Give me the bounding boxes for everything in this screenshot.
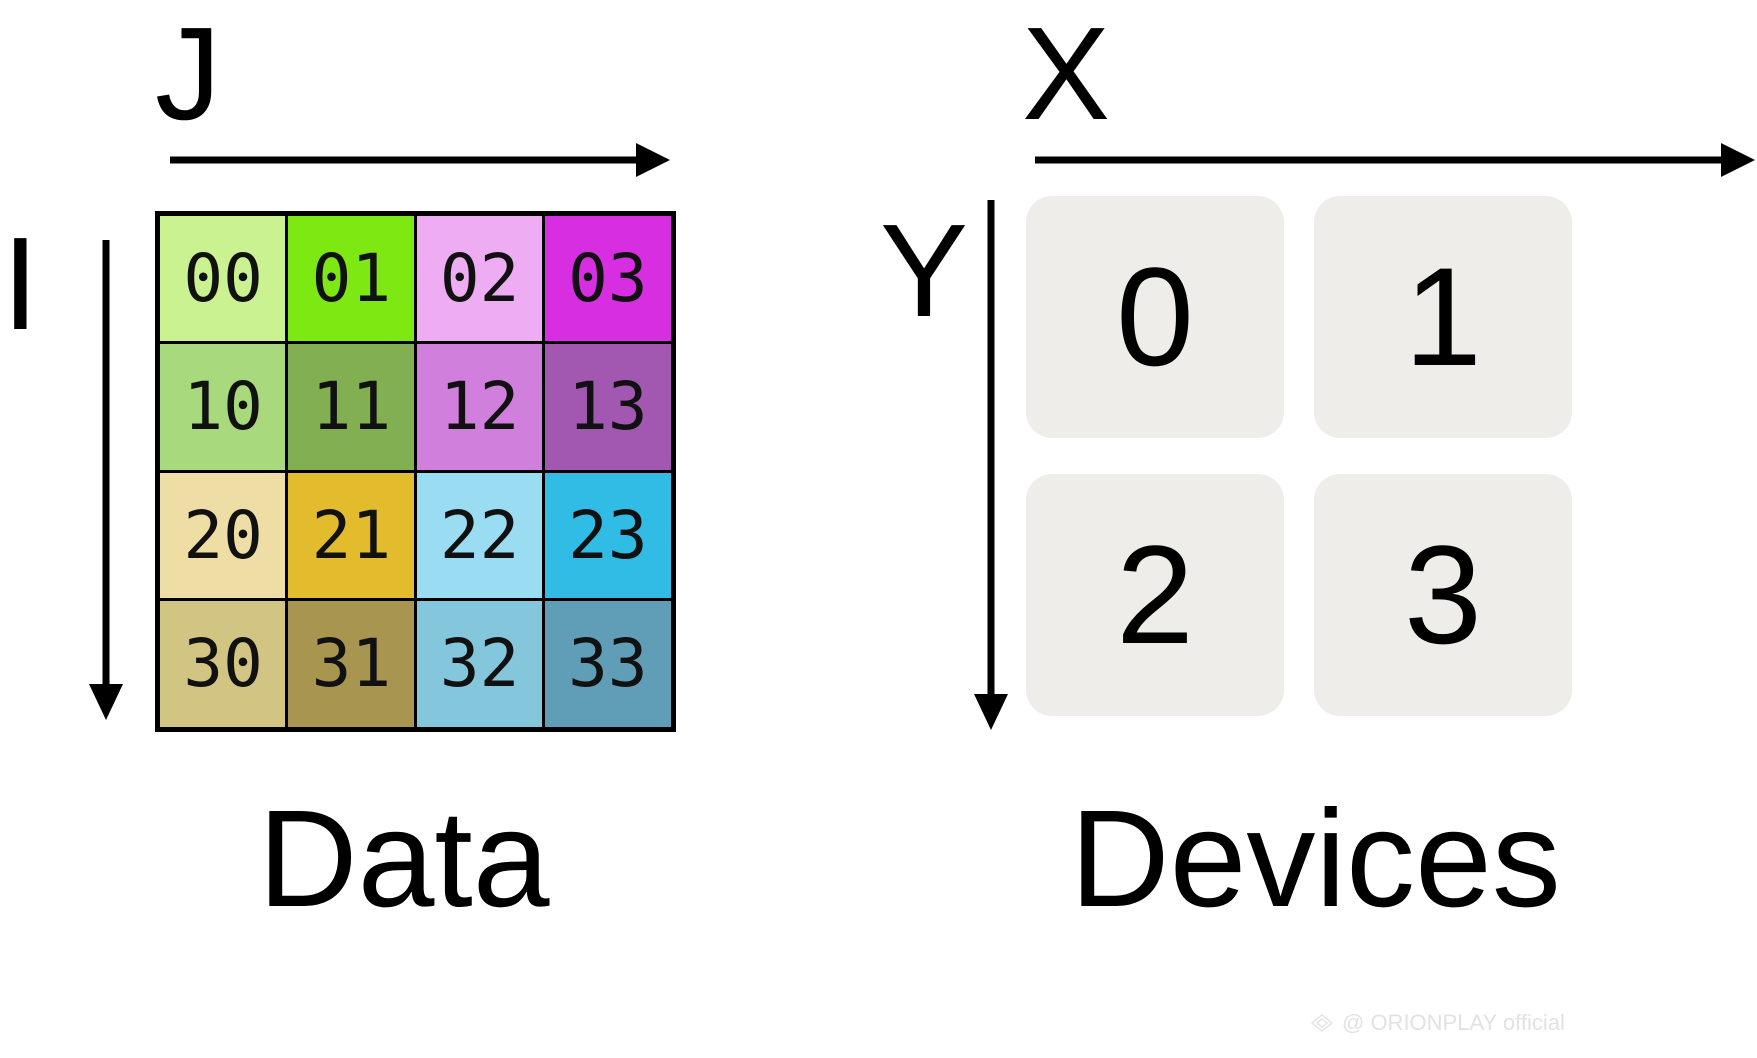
data-cell: 31 <box>285 597 418 731</box>
data-cell: 30 <box>156 597 290 731</box>
device-grid: 0 1 2 3 <box>1026 196 1586 728</box>
axis-label-j: J <box>155 0 221 147</box>
axis-arrow-y <box>974 200 1008 730</box>
data-cell: 03 <box>541 212 675 346</box>
data-cell: 20 <box>156 469 290 602</box>
data-cell: 22 <box>413 469 546 602</box>
diamond-icon <box>1310 1013 1334 1033</box>
data-cell: 23 <box>541 469 675 602</box>
axis-arrow-i <box>89 240 123 720</box>
data-grid: 00 01 02 03 10 11 12 13 20 21 22 23 30 3… <box>155 211 676 732</box>
device-box: 3 <box>1314 474 1572 716</box>
axis-label-y: Y <box>880 197 969 344</box>
axis-label-i: I <box>2 210 39 357</box>
data-cell: 21 <box>285 469 418 602</box>
watermark-text: @ ORIONPLAY official <box>1342 1010 1565 1035</box>
watermark: @ ORIONPLAY official <box>1310 1012 1565 1034</box>
axis-label-x: X <box>1022 0 1111 147</box>
data-cell: 10 <box>156 341 290 474</box>
data-cell: 01 <box>285 212 418 346</box>
caption-devices: Devices <box>1070 782 1561 936</box>
device-box: 0 <box>1026 196 1284 438</box>
data-cell: 33 <box>541 597 675 731</box>
axis-arrow-x <box>1035 143 1755 177</box>
caption-data: Data <box>258 782 550 936</box>
data-cell: 13 <box>541 341 675 474</box>
data-cell: 00 <box>156 212 290 346</box>
axis-arrow-j <box>170 143 670 177</box>
data-cell: 11 <box>285 341 418 474</box>
data-cell: 12 <box>413 341 546 474</box>
data-cell: 02 <box>413 212 546 346</box>
data-cell: 32 <box>413 597 546 731</box>
device-box: 1 <box>1314 196 1572 438</box>
device-box: 2 <box>1026 474 1284 716</box>
